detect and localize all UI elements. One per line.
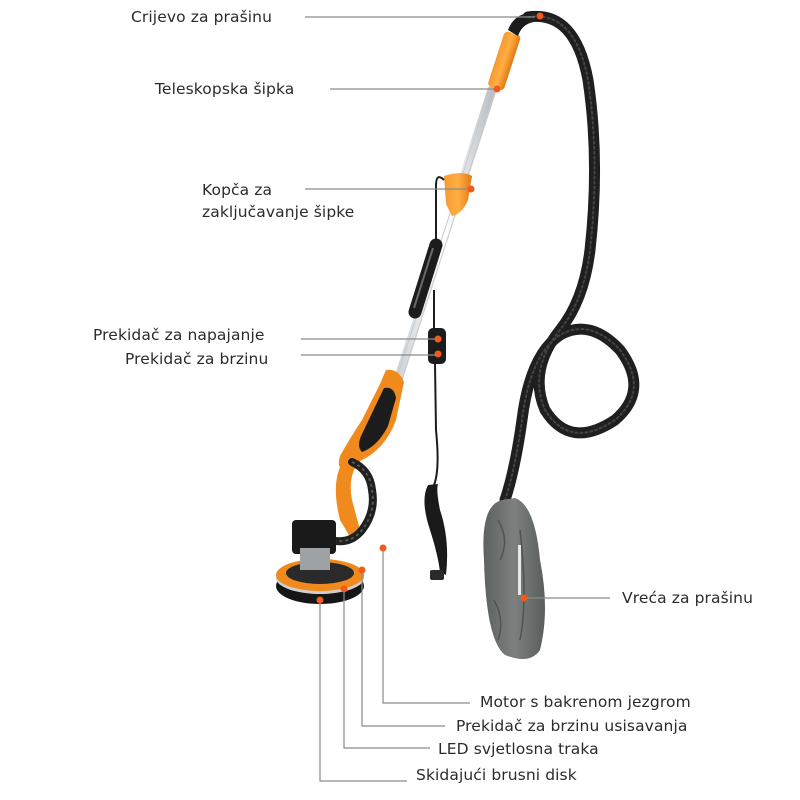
leader-lines	[301, 16, 610, 782]
callout-dust-bag: Vreća za prašinu	[622, 589, 754, 607]
dust-bag-part	[483, 498, 545, 659]
callout-copper-core-motor: Motor s bakrenom jezgrom	[480, 693, 691, 711]
dust-hose-part	[499, 10, 640, 506]
callout-speed-switch: Prekidač za brzinu	[125, 350, 269, 368]
telescopic-pole-part	[393, 85, 497, 385]
top-grip-part	[488, 13, 534, 93]
sander-head-part	[276, 520, 387, 604]
control-box-part	[424, 290, 448, 580]
callout-power-switch: Prekidač za napajanje	[93, 326, 265, 344]
callout-telescopic-pole: Teleskopska šipka	[155, 80, 295, 98]
callout-removable-sanding-disc: Skidajući brusni disk	[416, 766, 577, 784]
pole-lock-clip-part	[435, 173, 475, 250]
callout-led-light-strip: LED svjetlosna traka	[438, 740, 599, 758]
sander-arm-part	[326, 369, 404, 546]
callout-pole-lock-clip: Kopča za zaključavanje šipke	[202, 181, 355, 221]
callout-dust-hose: Crijevo za prašinu	[131, 8, 273, 26]
callout-suction-speed-switch: Prekidač za brzinu usisavanja	[456, 717, 688, 735]
